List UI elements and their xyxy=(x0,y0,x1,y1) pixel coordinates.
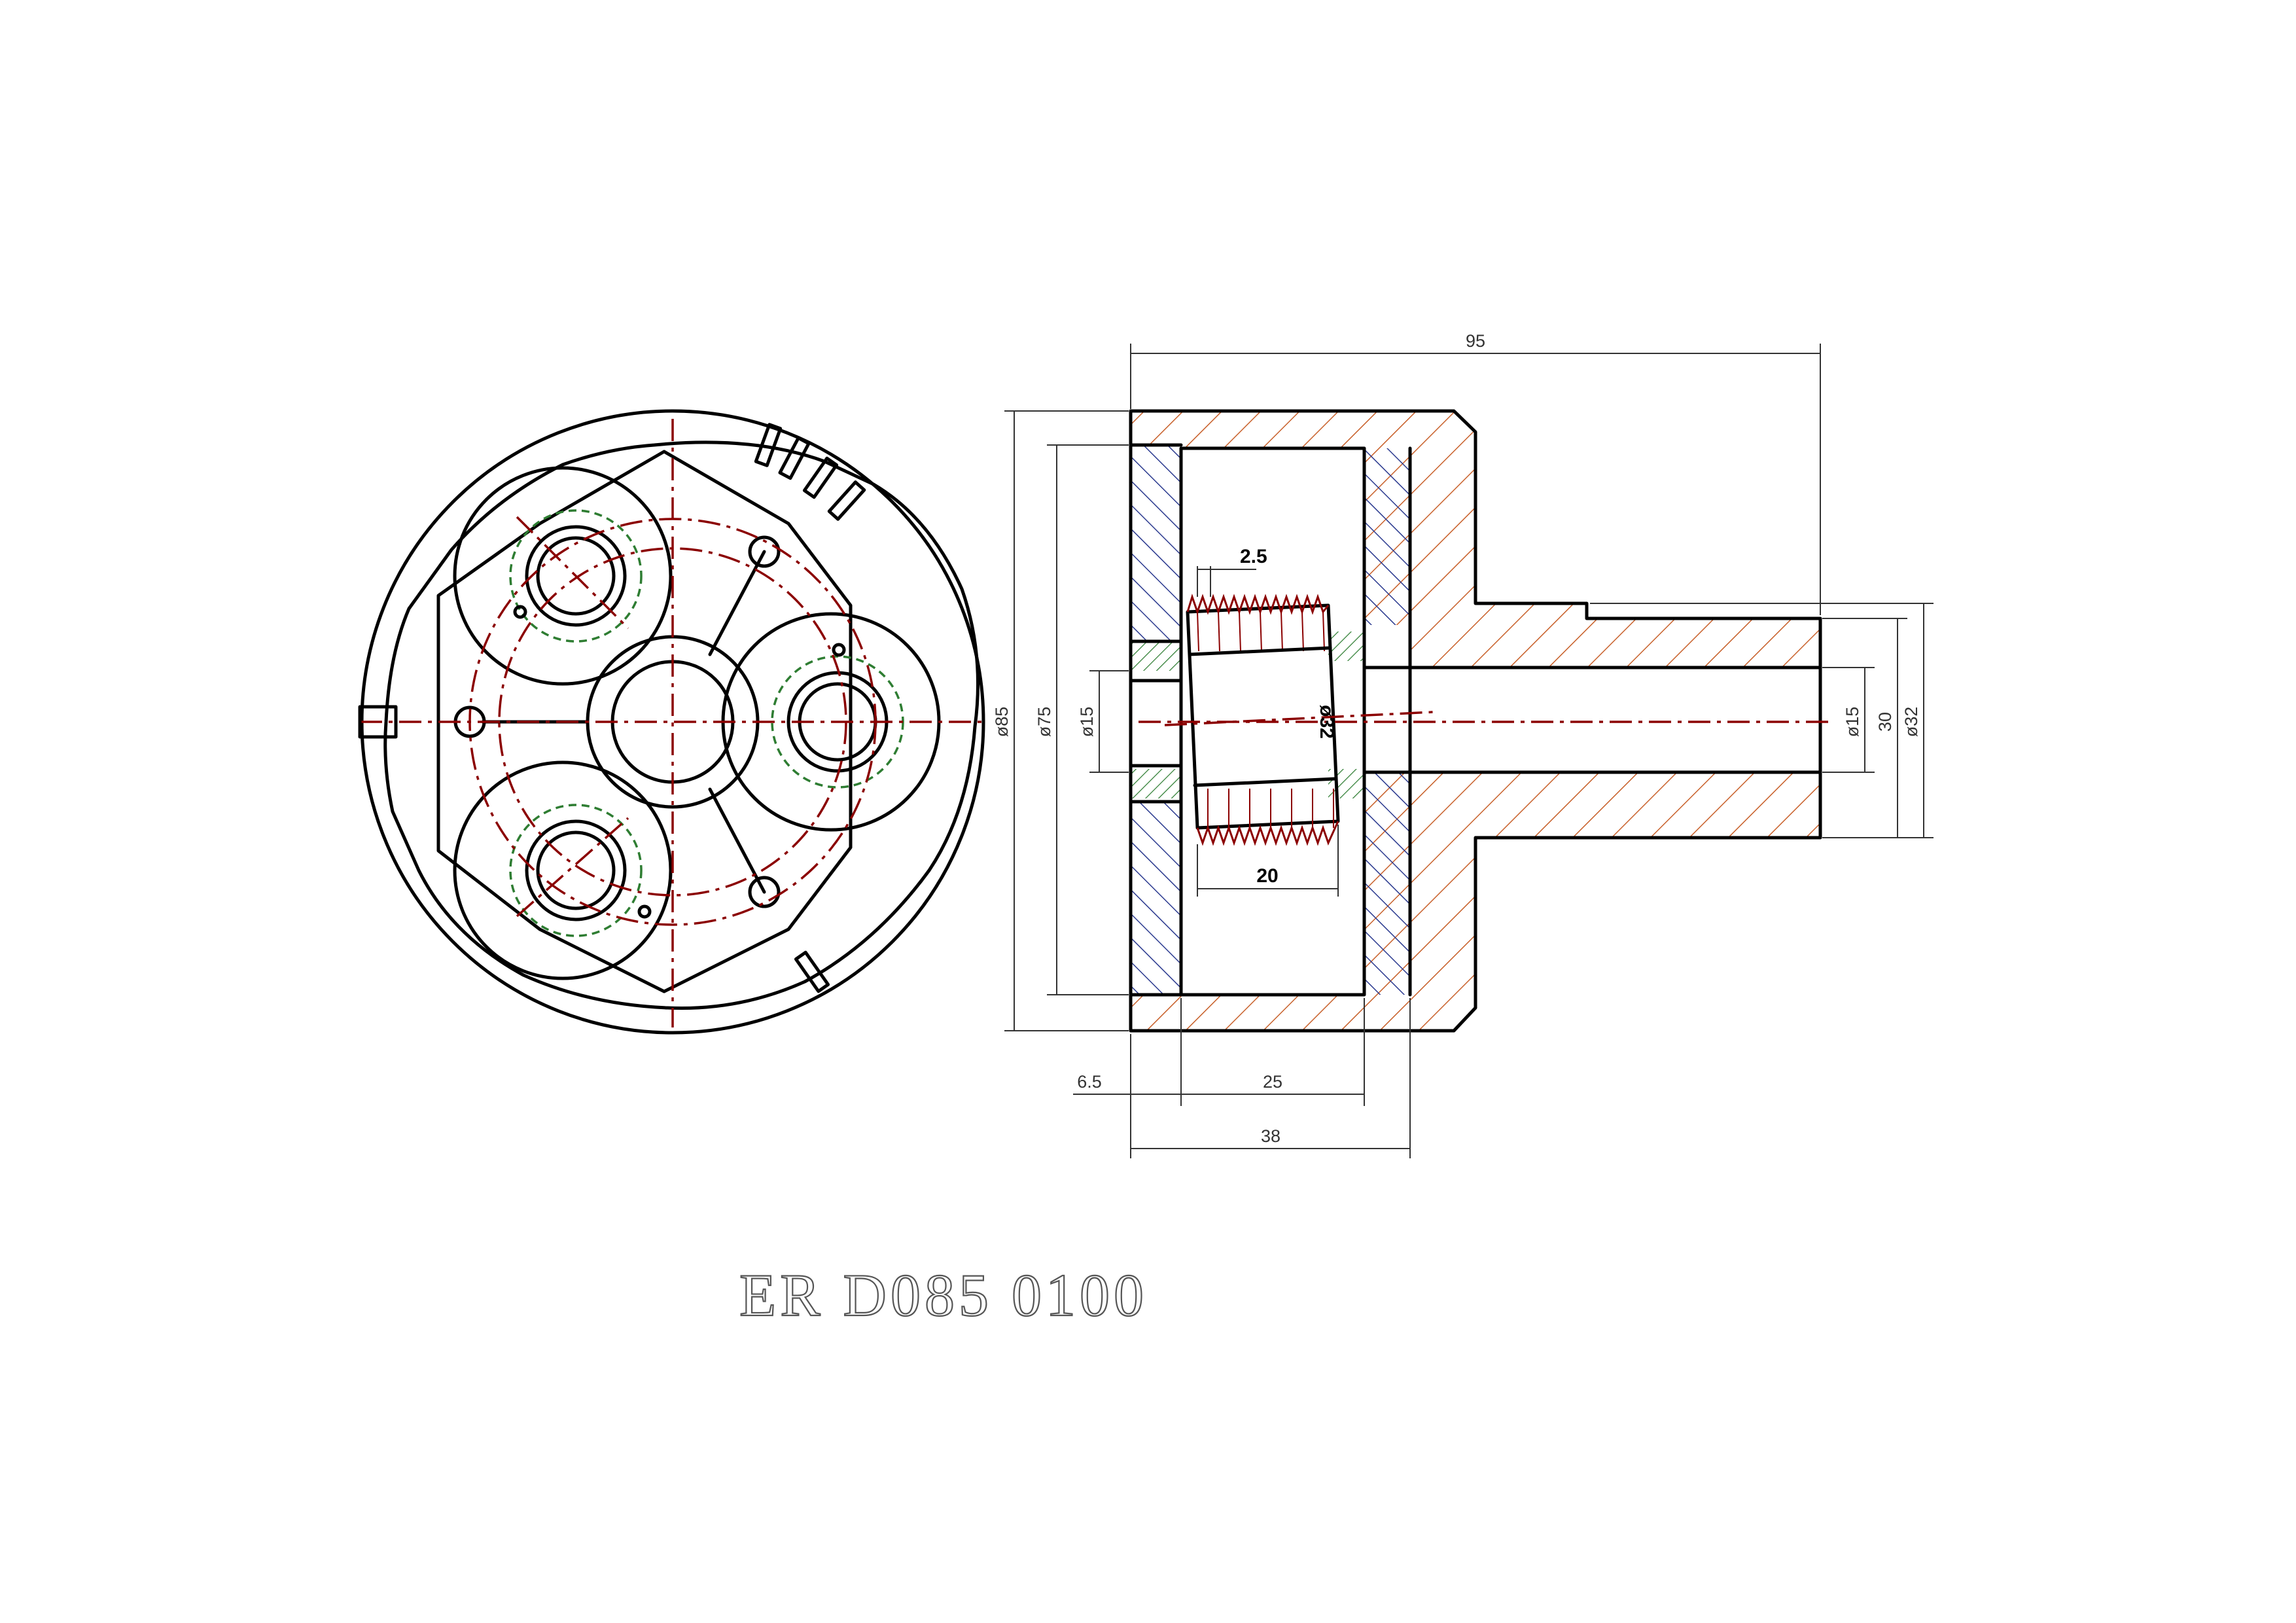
insert-hatch-left-top xyxy=(1131,445,1181,641)
pin-hole-top xyxy=(748,535,781,568)
dim-bore-right: ø15 xyxy=(1843,707,1862,738)
rim-slot-bottom xyxy=(794,950,830,993)
planet-bore-top-inner xyxy=(536,536,616,616)
centerline-planet-bottom xyxy=(516,817,629,918)
bushing-hatch-left-top xyxy=(1131,641,1181,671)
planet-bore-bottom-outer xyxy=(525,819,627,921)
insert-hatch-left-bottom xyxy=(1131,802,1181,995)
dim-insert-thickness: 6.5 xyxy=(1077,1072,1102,1092)
dim-shaft-step: 30 xyxy=(1875,712,1895,732)
gear-tooth-lines-bottom xyxy=(1207,789,1334,828)
dim-shaft-diameter: ø32 xyxy=(1901,707,1921,738)
small-hole-2 xyxy=(832,643,846,657)
planet-bore-bottom-inner xyxy=(536,830,616,910)
dim-gear-pitch: ø32 xyxy=(1316,705,1337,739)
hex-frame xyxy=(436,450,853,993)
insert-hatch-right-bottom xyxy=(1364,772,1410,995)
spoke-1 xyxy=(708,550,766,656)
insert-hatch-right-top xyxy=(1364,448,1410,625)
gear-body xyxy=(1186,594,1340,846)
dim-body-length: 38 xyxy=(1261,1126,1280,1146)
body-outline xyxy=(1129,409,1822,1033)
hidden-circle-bottom xyxy=(509,804,643,937)
gear-teeth-bottom xyxy=(1196,821,1339,846)
dim-tooth-depth: 2.5 xyxy=(1240,546,1267,567)
dim-inner-diameter: ø75 xyxy=(1034,707,1054,738)
dim-outer-diameter: ø85 xyxy=(992,707,1012,738)
pin-hole-bottom xyxy=(748,876,781,908)
bushing-hatch-right-top xyxy=(1328,632,1364,661)
bushing-hatch-right-bottom xyxy=(1328,769,1364,798)
gear-tooth-lines-top xyxy=(1197,611,1325,652)
gear-axis-line xyxy=(1164,711,1434,726)
bore-outline xyxy=(1408,666,1822,774)
inner-housing-outline xyxy=(383,440,980,1010)
dim-cavity-width: 25 xyxy=(1263,1072,1282,1092)
part-number-title: ER D085 0100 xyxy=(739,1262,1148,1329)
bushing-hatch-left-bottom xyxy=(1131,769,1181,798)
spoke-3 xyxy=(708,787,766,894)
dimensions: 95 ø85 ø75 ø15 2.5 ø32 20 ø15 30 ø32 xyxy=(992,331,1934,1158)
rim-notch-left xyxy=(358,705,398,739)
section-view xyxy=(1129,409,1832,1033)
small-hole-3 xyxy=(637,904,652,919)
hidden-circle-top xyxy=(509,509,643,643)
gear-teeth-top xyxy=(1186,594,1330,615)
front-view xyxy=(358,409,988,1035)
planet-gear-top xyxy=(453,466,673,686)
dim-gear-width: 20 xyxy=(1256,865,1278,887)
dim-overall-length: 95 xyxy=(1466,331,1485,351)
planet-bore-top-outer xyxy=(525,525,627,627)
small-hole-1 xyxy=(513,605,527,619)
rim-slots-top xyxy=(754,423,866,521)
planet-gear-bottom xyxy=(453,760,673,980)
dim-bore-left: ø15 xyxy=(1077,707,1097,738)
centerline-planet-top xyxy=(516,516,629,630)
